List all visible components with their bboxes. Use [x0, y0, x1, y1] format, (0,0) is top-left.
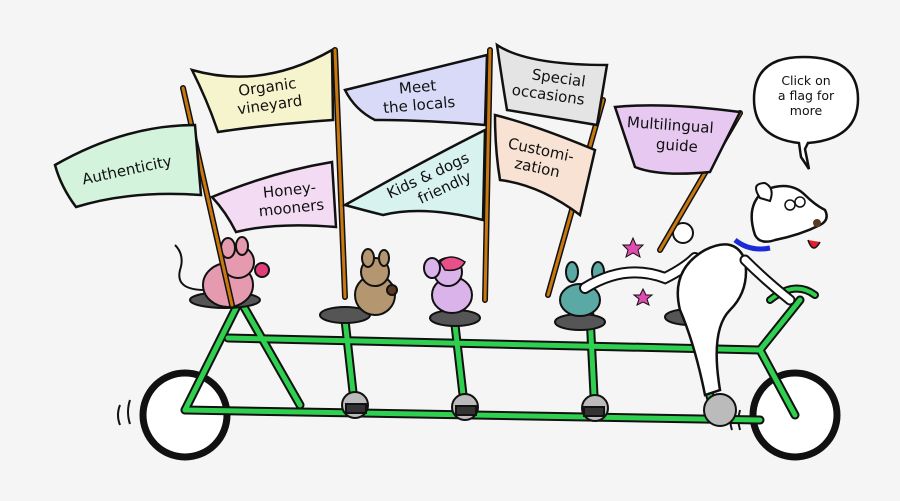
white-dog: [579, 181, 828, 397]
flag-kids-dogs-friendly[interactable]: Kids & dogsfriendly: [341, 127, 487, 222]
flag-authenticity[interactable]: Authenticity: [53, 123, 203, 209]
brown-mouse: [354, 248, 398, 316]
teal-frog: [559, 236, 654, 317]
svg-text:Multilingualguide: Multilingualguide: [625, 113, 714, 157]
svg-text:Honey-mooners: Honey-mooners: [256, 178, 325, 221]
flag-customization[interactable]: Customi-zation: [493, 113, 597, 218]
tandem-bicycle: [117, 284, 841, 461]
flag-multilingual-guide[interactable]: Multilingualguide: [613, 104, 742, 175]
flag-special-occasions[interactable]: Specialoccasions: [495, 42, 609, 127]
flag-honeymooners[interactable]: Honey-mooners: [209, 160, 338, 234]
flag-meet-the-locals[interactable]: Meetthe locals: [343, 53, 489, 127]
lavender-mouse: [423, 256, 473, 314]
flag-organic-vineyard[interactable]: Organicvineyard: [189, 47, 335, 134]
